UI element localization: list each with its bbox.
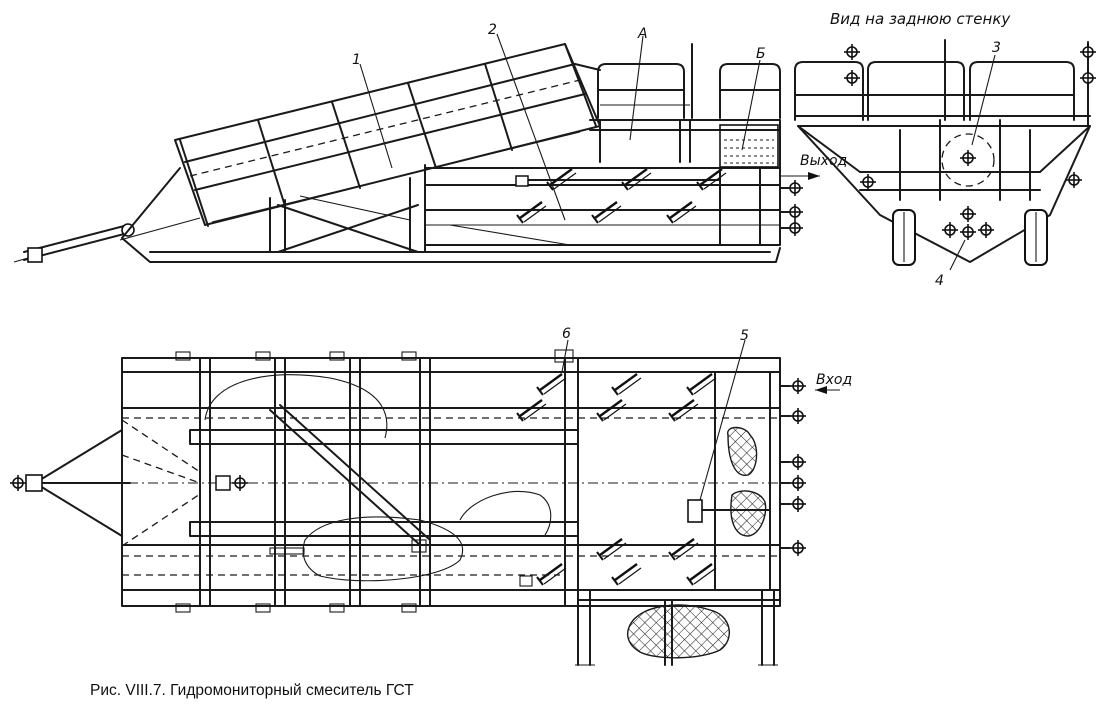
nozzle-icon [667,398,700,423]
inlet-label: Вход [816,372,852,388]
nozzle-icon [665,200,698,225]
outlet-label: Выход [800,153,847,169]
nozzle-icon [535,372,568,397]
plan-tow-hitch [9,419,249,547]
top-studs [175,349,574,613]
tow-bar [13,223,135,263]
chassis-frame [121,164,781,263]
rear-view-title: Вид на заднюю стенку [830,10,1011,28]
nozzle-icon [535,562,568,587]
nozzle-icon [610,562,643,587]
label-4: 4 [935,273,944,289]
nozzle-icon [685,372,718,397]
figure-caption: Рис. VIII.7. Гидромониторный смеситель Г… [90,682,414,699]
side-view: 1 2 А Б Выход [13,22,847,263]
nozzle-icon [685,562,718,587]
label-6: 6 [562,326,571,342]
plan-view: 5 6 Вход [9,326,852,666]
leader-lines-side [359,33,761,221]
nozzle-icon [667,537,700,562]
nozzle-icon [610,372,643,397]
upper-compartments [589,43,781,169]
nozzle-icon [590,200,623,225]
nozzle-icon [595,398,628,423]
label-b: Б [756,46,766,62]
outlet-valves-side [779,172,820,237]
label-a: А [637,26,648,42]
rear-support-legs [575,589,781,666]
label-3: 3 [992,40,1001,56]
label-5: 5 [740,328,749,344]
outlet-valves-plan [779,377,840,557]
label-1: 1 [352,52,361,68]
nozzle-icon [515,200,548,225]
nozzle-icon [595,537,628,562]
rear-view: Вид на заднюю стенку 3 4 [794,10,1097,289]
label-2: 2 [488,22,497,38]
mixing-tank [424,167,781,246]
